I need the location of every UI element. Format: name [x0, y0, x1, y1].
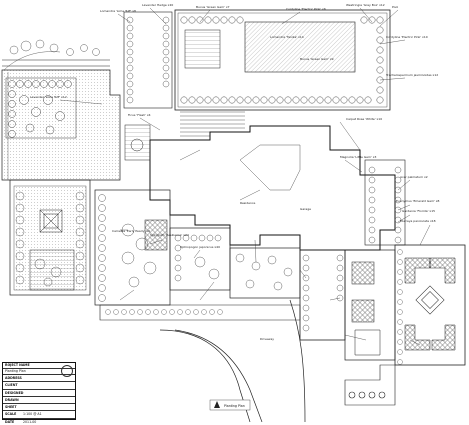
plant-label: Pool [392, 5, 398, 9]
title-row: CLIENT [3, 382, 75, 390]
plant-label: Westringia 'Grey Box' x12 [346, 3, 385, 7]
plant-label: Trachelospermum jasminoides x12 [385, 73, 438, 77]
left-lane [2, 39, 110, 67]
plant-label: Euonymus 'Emerald Gem' x8 [396, 199, 440, 203]
title-row: SHEET [3, 404, 75, 412]
residence [124, 124, 396, 251]
title-row: DRAWN [3, 397, 75, 405]
plant-label: Ficus 'Flash' x4 [128, 113, 151, 117]
pool [244, 21, 356, 73]
plant-label: Residence [240, 201, 255, 205]
plant-label: Driveway [260, 337, 274, 341]
plant-label: Buxus 'Green Gem' x9 [300, 57, 334, 61]
east-hedge [364, 159, 406, 246]
plant-label: Buxus 'Green Gem' x7 [196, 5, 230, 9]
north-arrow: Planting Plan [209, 399, 251, 411]
plant-label: Cordyline 'Electric Pink' x10 [386, 35, 428, 39]
central-courtyard [94, 189, 171, 306]
plant-labels: Lomandra 'Lime Tuff' x8 Lavender Hedge x2… [30, 3, 440, 341]
southwest-garden [9, 179, 91, 296]
plant-label: Syzygium 'Resilience' x24 [150, 233, 189, 237]
plant-label: Magnolia 'Little Gem' x3 [340, 155, 376, 159]
title-row: DESIGNED [3, 390, 75, 397]
plant-label: Garage [300, 207, 311, 211]
title-block-drawing: Planting Plan [3, 369, 75, 375]
east-garden [299, 249, 396, 361]
southeast-garden [344, 364, 396, 406]
plant-label: Acer palmatum x2 [400, 175, 428, 179]
plant-label: Ophiopogon japonicus x40 [180, 245, 220, 249]
west-garden [1, 51, 121, 181]
title-row: ADDRESS [3, 375, 75, 383]
plant-label: Carpet Rose 'White' x10 [346, 117, 382, 121]
plant-label: Camellia 'Early Pearly' x6 [112, 229, 150, 233]
southern-path [99, 304, 301, 321]
plant-label: Lavender Hedge x20 [142, 3, 173, 7]
plant-label: Lomandra 'Lime Tuff' x8 [100, 9, 136, 13]
driveway [159, 299, 306, 422]
title-block: ROJECT NAME Planting Plan ADDRESS CLIENT… [2, 362, 76, 424]
title-block-project: ROJECT NAME [3, 363, 75, 369]
plant-label: Lavender 'Lime Tuff' x12 [30, 95, 67, 99]
pool-terrace [123, 9, 391, 111]
north-label: Planting Plan [224, 404, 245, 408]
formal-garden [394, 244, 466, 366]
plant-label: Murraya paniculata x18 [400, 219, 436, 223]
leader-lines [59, 7, 431, 346]
plant-label: Cordyline 'Electric Pink' x6 [286, 7, 326, 11]
logo-icon [61, 365, 73, 377]
steps [180, 111, 245, 137]
plant-label: Lomandra 'Tanika' x14 [270, 35, 304, 39]
plant-label: Gardenia 'Florida' x15 [402, 209, 435, 213]
